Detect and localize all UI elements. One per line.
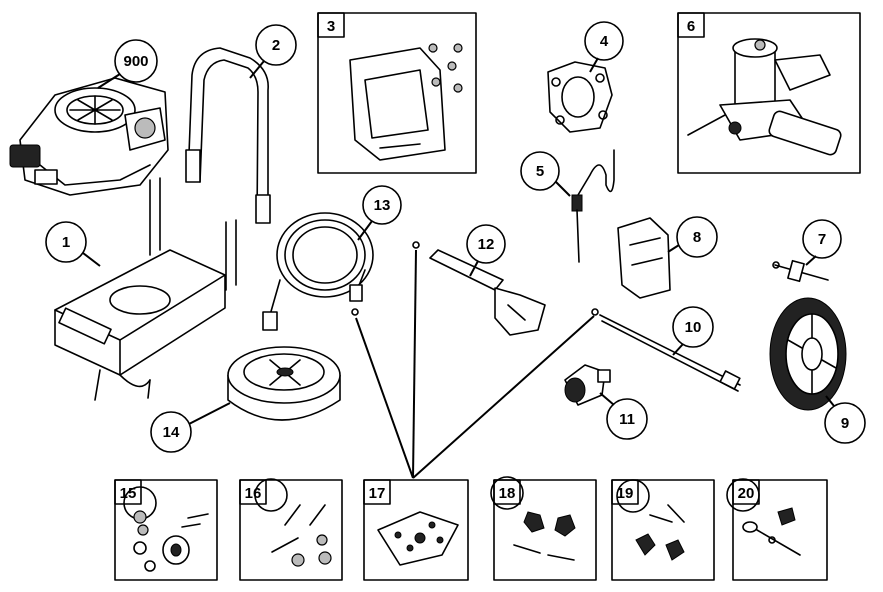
callout-circle-10 [672, 306, 714, 348]
callout-circle-1 [45, 221, 87, 263]
callout-circle-900 [114, 39, 158, 83]
part-box-20 [732, 479, 828, 581]
frame-illustration [54, 177, 237, 401]
dipstick-illustration [571, 149, 615, 263]
part-box-15 [114, 479, 218, 581]
callout-circle-7 [802, 219, 842, 259]
callout-5: 5 [536, 163, 544, 180]
spray-gun-illustration [412, 241, 546, 336]
bracket-illustration [547, 61, 613, 133]
box-label-19: 19 [617, 485, 634, 502]
callout-900: 900 [123, 53, 148, 70]
box-label-18: 18 [499, 485, 516, 502]
part-box-19 [611, 479, 715, 581]
hose-illustration [262, 212, 374, 331]
callout-circle-13 [362, 185, 402, 225]
callout-circle-9 [824, 402, 866, 444]
part-box-3 [317, 12, 477, 174]
callout-circle-5 [520, 151, 560, 191]
hardware-kit-18 [513, 511, 576, 561]
holder-illustration [617, 217, 671, 299]
control-panel-illustration [349, 43, 463, 161]
box-label-6: 6 [687, 18, 695, 35]
part-box-6 [677, 12, 861, 174]
handle-illustration [185, 47, 271, 224]
pump-illustration [687, 38, 842, 156]
callout-1: 1 [62, 234, 70, 251]
callout-14: 14 [163, 424, 180, 441]
hardware-kit-15 [133, 510, 209, 572]
box-label-3: 3 [327, 18, 335, 35]
callout-2: 2 [272, 37, 280, 54]
hardware-kit-16 [271, 504, 332, 567]
callout-circle-2 [255, 24, 297, 66]
callout-9: 9 [841, 415, 849, 432]
callout-circle-14 [150, 411, 192, 453]
callout-circle-8 [676, 216, 718, 258]
part-box-17 [363, 479, 469, 581]
part-box-18 [493, 479, 597, 581]
wheel-illustration [769, 297, 847, 411]
box-label-20: 20 [738, 485, 755, 502]
box-label-17: 17 [369, 485, 386, 502]
callout-12: 12 [478, 236, 495, 253]
callout-7: 7 [818, 231, 826, 248]
callout-11: 11 [619, 411, 635, 428]
callout-circle-11 [606, 398, 648, 440]
hardware-kit-19 [635, 504, 685, 561]
surface-cleaner-illustration [227, 346, 341, 421]
hardware-kit-17 [377, 511, 459, 566]
callout-13: 13 [374, 197, 391, 214]
callout-8: 8 [693, 229, 701, 246]
callout-circle-12 [466, 224, 506, 264]
callout-10: 10 [685, 319, 702, 336]
hardware-kit-20 [742, 507, 801, 556]
engine-illustration [9, 77, 169, 196]
kit-17-leader-lines [355, 249, 595, 479]
wand-illustration [591, 308, 741, 392]
box-label-16: 16 [245, 485, 262, 502]
callout-circle-4 [584, 21, 624, 61]
axle-bolt-illustration [772, 259, 829, 283]
part-box-16 [239, 479, 343, 581]
nozzle-illustration [564, 364, 611, 406]
callout-4: 4 [600, 33, 609, 50]
